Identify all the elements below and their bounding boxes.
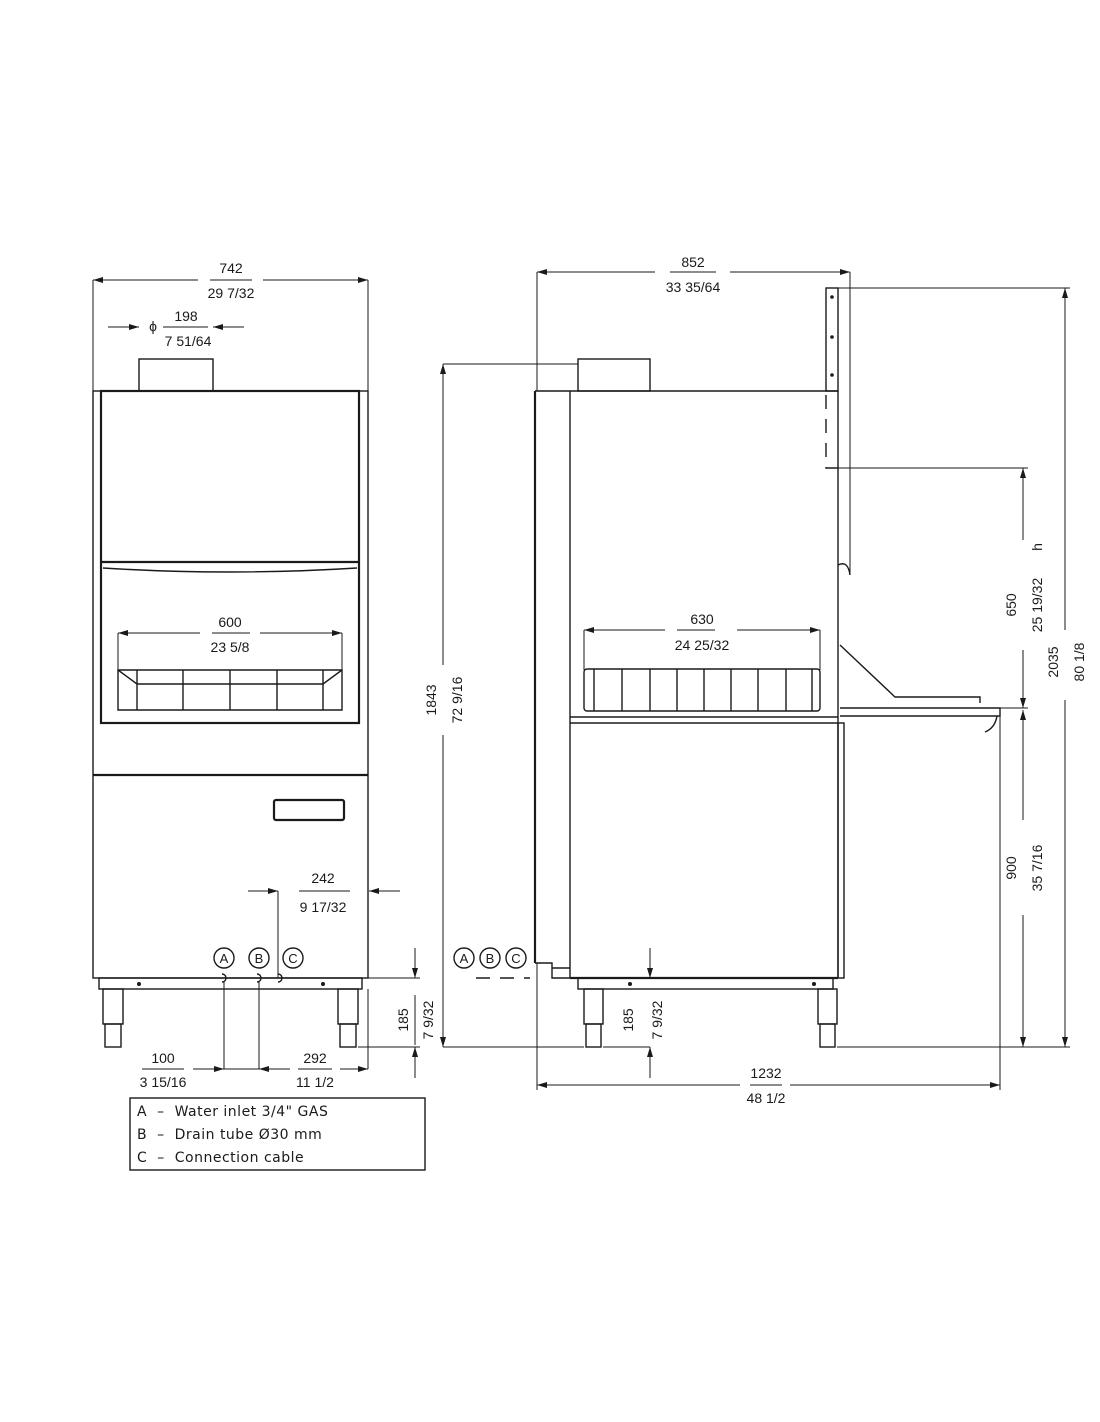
control-display bbox=[272, 798, 346, 822]
diameter-symbol: ϕ bbox=[149, 318, 157, 334]
dim-body-height: 1843 72 9/16 bbox=[423, 364, 584, 1048]
dim-value-mm: 600 bbox=[218, 614, 242, 630]
dim-table-height: 900 35 7/16 bbox=[837, 710, 1070, 1048]
leg-height-side-in: 7 9/32 bbox=[649, 1000, 665, 1039]
side-table bbox=[839, 644, 1001, 733]
dim-overall-width: 742 29 7/32 bbox=[92, 260, 369, 391]
body-height-in: 72 9/16 bbox=[449, 676, 465, 723]
base-frame bbox=[98, 977, 363, 990]
marker-a: A bbox=[220, 951, 229, 966]
rack-basket bbox=[117, 669, 343, 711]
drain-offset-in: 11 1/2 bbox=[296, 1074, 334, 1090]
dim-value-in: 7 51/64 bbox=[165, 333, 212, 349]
hood bbox=[99, 389, 361, 725]
front-view: 742 29 7/32 ϕ 198 7 51/64 600 23 5/8 bbox=[92, 260, 436, 1171]
dim-inlet-offsets: 100 3 15/16 292 11 1/2 bbox=[140, 982, 369, 1090]
dim-overall-depth: 852 33 35/64 bbox=[536, 254, 851, 575]
table-height-in: 35 7/16 bbox=[1029, 844, 1045, 891]
leg-front bbox=[817, 988, 838, 1048]
length-in: 48 1/2 bbox=[747, 1090, 786, 1106]
dim-basket-depth: 630 24 25/32 bbox=[583, 611, 821, 670]
rack-basket-side bbox=[583, 668, 821, 712]
drain-offset-mm: 292 bbox=[303, 1050, 327, 1066]
dim-value-in: 29 7/32 bbox=[208, 285, 255, 301]
dim-total-height: 2035 80 1/8 bbox=[838, 287, 1087, 1047]
dim-leg-height-side: 185 7 9/32 bbox=[603, 948, 665, 1078]
dim-value-in: 9 17/32 bbox=[300, 899, 347, 915]
hood-handle bbox=[102, 567, 358, 573]
depth-in: 33 35/64 bbox=[666, 279, 721, 295]
dim-connection-offset: 242 9 17/32 bbox=[248, 870, 400, 978]
marker-c: C bbox=[288, 951, 297, 966]
dim-overall-length: 1232 48 1/2 bbox=[536, 716, 1001, 1106]
table-height-mm: 900 bbox=[1003, 856, 1019, 880]
connection-markers: A B C bbox=[213, 947, 304, 983]
dim-value-mm: 742 bbox=[219, 260, 243, 276]
open-height-suffix: h bbox=[1029, 543, 1045, 551]
legend-box: A–Water inlet 3/4" GAS B–Drain tube Ø30 … bbox=[129, 1097, 426, 1171]
basket-depth-mm: 630 bbox=[690, 611, 714, 627]
dim-value-in: 23 5/8 bbox=[211, 639, 250, 655]
dim-value-mm: 198 bbox=[174, 308, 198, 324]
legend-item-a: A–Water inlet 3/4" GAS bbox=[137, 1104, 328, 1120]
inlet-offset-mm: 100 bbox=[151, 1050, 175, 1066]
marker-b-side: B bbox=[486, 951, 495, 966]
dim-leg-height: 185 7 9/32 bbox=[358, 948, 436, 1078]
dim-open-height: 650 25 19/32 h bbox=[838, 467, 1045, 709]
depth-mm: 852 bbox=[681, 254, 705, 270]
marker-b: B bbox=[255, 951, 264, 966]
length-mm: 1232 bbox=[750, 1065, 781, 1081]
open-height-mm: 650 bbox=[1003, 593, 1019, 617]
open-height-in: 25 19/32 bbox=[1029, 578, 1045, 633]
leg-height-side-mm: 185 bbox=[620, 1008, 636, 1032]
dim-value-in: 7 9/32 bbox=[420, 1000, 436, 1039]
connection-markers-side: A B C bbox=[453, 947, 530, 979]
inlet-offset-in: 3 15/16 bbox=[140, 1074, 187, 1090]
legend-item-b: B–Drain tube Ø30 mm bbox=[137, 1127, 322, 1143]
dim-flue-diameter: ϕ 198 7 51/64 bbox=[108, 308, 244, 349]
leg-right bbox=[337, 988, 359, 1048]
basket-depth-in: 24 25/32 bbox=[675, 637, 730, 653]
body-height-mm: 1843 bbox=[423, 684, 439, 715]
side-view: 852 33 35/64 630 bbox=[423, 254, 1087, 1106]
leg-left bbox=[102, 988, 124, 1048]
total-height-in: 80 1/8 bbox=[1071, 642, 1087, 681]
leg-rear bbox=[583, 988, 604, 1048]
marker-a-side: A bbox=[460, 951, 469, 966]
legend-item-c: C–Connection cable bbox=[137, 1150, 304, 1166]
dim-value-mm: 185 bbox=[395, 1008, 411, 1032]
dim-basket-width: 600 23 5/8 bbox=[117, 614, 343, 672]
marker-c-side: C bbox=[511, 951, 520, 966]
dim-value-mm: 242 bbox=[311, 870, 335, 886]
flue-outlet bbox=[138, 358, 214, 392]
base-frame-side bbox=[577, 977, 834, 990]
hood-upright bbox=[825, 287, 851, 576]
total-height-mm: 2035 bbox=[1045, 646, 1061, 677]
flue-outlet-side bbox=[577, 358, 651, 392]
